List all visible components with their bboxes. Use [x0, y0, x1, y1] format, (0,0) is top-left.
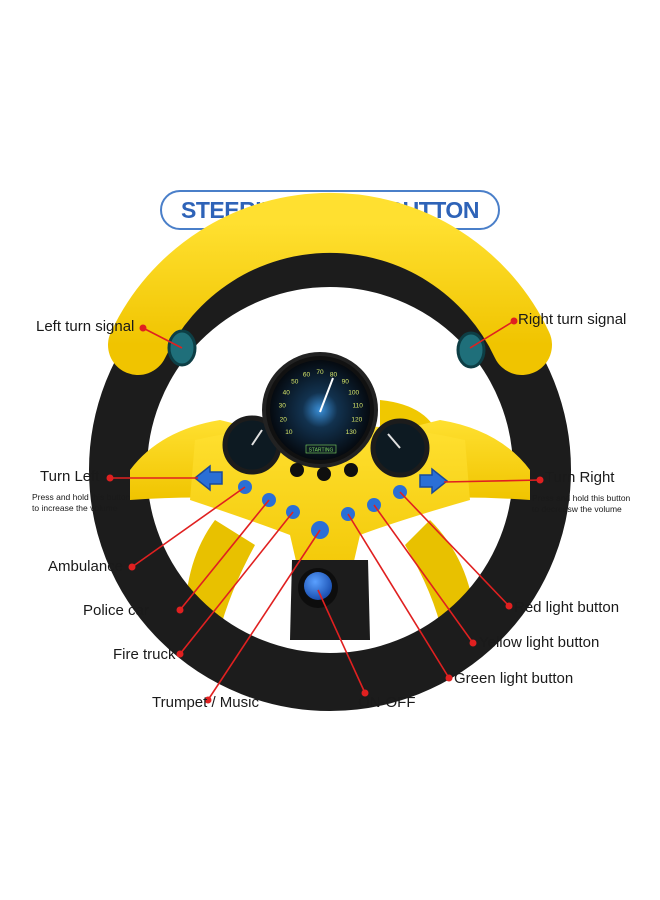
label-turn-right-note-2: to decreasw the volume: [532, 504, 622, 514]
speedometer-tick-label: 80: [330, 372, 338, 379]
turn-right-button: [419, 467, 449, 495]
rim-black: [89, 229, 571, 711]
speedometer-tick-label: 120: [351, 416, 362, 423]
speedometer-tick-label: 50: [291, 379, 299, 386]
label-red-light: Red light button: [514, 599, 620, 616]
on-off-knob: [304, 572, 332, 600]
speedometer-tick-label: 130: [346, 429, 357, 436]
speedometer-tick-label: 60: [303, 372, 311, 379]
right-turn-signal-light: [456, 331, 486, 369]
label-turn-left-note-1: Press and hold this button: [32, 492, 131, 502]
label-turn-right: Turn Right: [545, 469, 615, 486]
label-yellow-light: Yellow light button: [479, 634, 600, 651]
speedometer-tick-label: 10: [285, 429, 293, 436]
rim-yellow-top: [108, 192, 552, 375]
label-turn-left-note-2: to increase the volume: [32, 503, 118, 513]
label-left-turn-signal: Left turn signal: [36, 318, 135, 335]
leader-lines: [106, 317, 544, 704]
label-right-turn-signal: Right turn signal: [518, 311, 627, 328]
speedometer-needle: [319, 377, 334, 413]
turn-left-button: [193, 464, 223, 492]
label-turn-right-note-1: Press and hold this button: [532, 493, 631, 503]
speedometer-tick-label: 40: [283, 390, 291, 397]
speedometer-badge-box: [305, 444, 337, 454]
speedometer-tick-label: 110: [353, 403, 364, 410]
label-on-off: ON-OFF: [358, 694, 416, 711]
speedometer-tick-label: 90: [342, 379, 350, 386]
speedometer-tick-label: 30: [279, 403, 287, 410]
label-green-light: Green light button: [454, 670, 574, 687]
speedometer-tick-label: 100: [348, 390, 359, 397]
speedometer-badge: STARTING: [309, 448, 334, 454]
label-trumpet-music: Trumpet / Music: [152, 694, 259, 711]
label-police-car: Police car: [83, 602, 149, 619]
label-ambulance: Ambulance: [48, 558, 124, 575]
speedometer-tick-label: 20: [280, 416, 288, 423]
label-turn-left: Turn Left: [40, 468, 100, 485]
speedometer-tick-label: 70: [316, 369, 324, 376]
label-fire-truck: Fire truck: [113, 646, 176, 663]
